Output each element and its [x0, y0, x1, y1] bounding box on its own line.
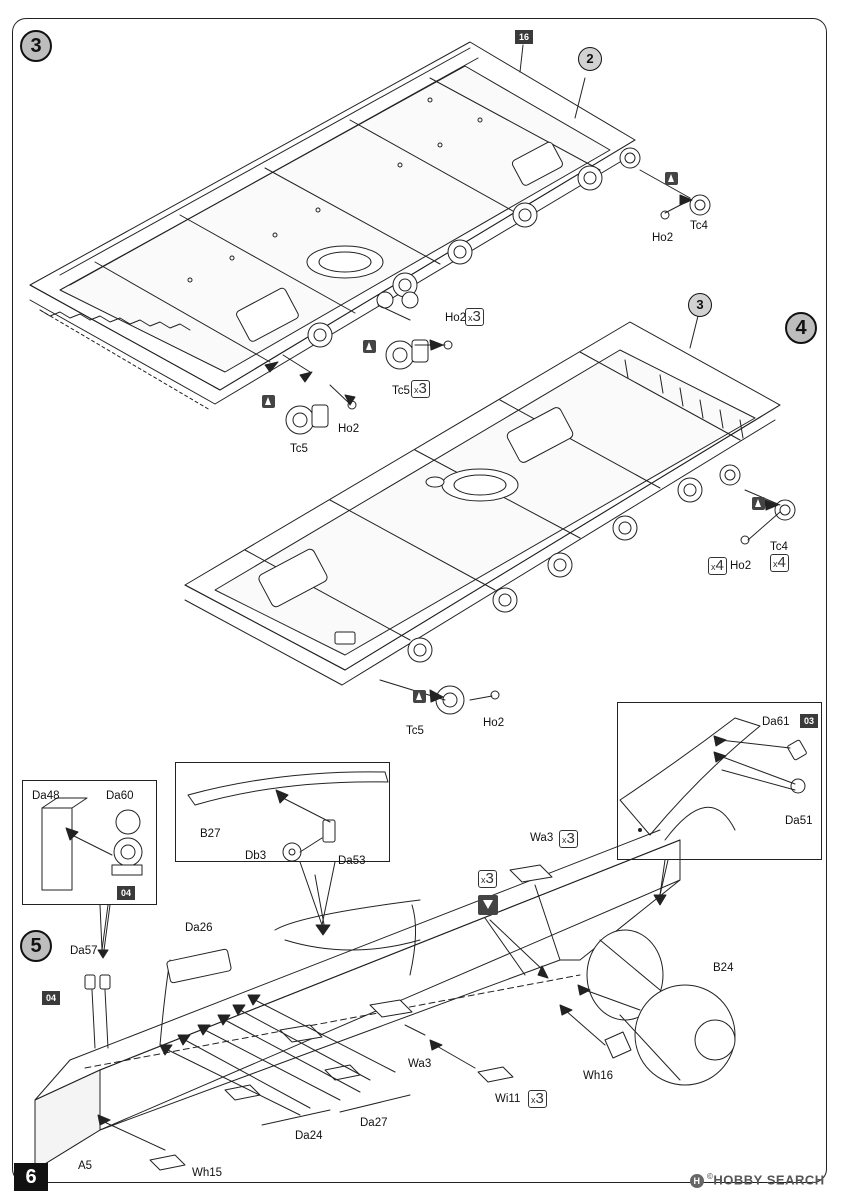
detail-da61-da51: [619, 717, 807, 841]
part-label-da26: Da26: [185, 922, 213, 934]
part-label-wh15: Wh15: [192, 1167, 223, 1179]
part-label-ho2: Ho2: [483, 717, 505, 729]
step-4-marker: 4: [785, 312, 817, 344]
part-label-da24: Da24: [295, 1130, 323, 1142]
glue-icon: [363, 340, 376, 353]
part-label-wa3: Wa3: [530, 832, 554, 844]
detail-b27-da53: [187, 771, 389, 862]
detail-box-b27-da53: [175, 762, 390, 862]
detail-box-da61-da51: [617, 702, 822, 860]
callout-da48: [99, 904, 103, 951]
step-3-marker: 3: [20, 30, 52, 62]
part-label-tc5: Tc5: [406, 725, 424, 737]
glue-icon: [413, 690, 426, 703]
part-label-ho2: Ho2: [445, 312, 467, 324]
page-frame: [12, 18, 827, 1183]
step4-chassis: [184, 307, 796, 715]
page-number: 6: [14, 1163, 48, 1191]
part-label-wh16: Wh16: [583, 1070, 614, 1082]
quantity-box: x3: [559, 830, 578, 848]
step-5-marker: 5: [20, 930, 52, 962]
paint-pot-icon: [478, 895, 498, 915]
quantity-box: x3: [478, 870, 497, 888]
part-label-da53: Da53: [338, 855, 366, 867]
part-label-da51: Da51: [785, 815, 813, 827]
step5-side-plate: [34, 829, 736, 1171]
part-label-da27: Da27: [360, 1117, 388, 1129]
paint-ref-04-b: 04: [42, 991, 60, 1005]
copyright-mark: ©: [707, 1172, 714, 1181]
quantity-box: x4: [770, 554, 789, 572]
part-label-ho2: Ho2: [730, 560, 752, 572]
paint-ref-03: 03: [800, 714, 818, 728]
part-label-tc4: Tc4: [770, 541, 788, 553]
part-label-b27: B27: [200, 828, 221, 840]
callout-b27: [321, 861, 336, 926]
part-label-da60: Da60: [106, 790, 134, 802]
watermark: H©HOBBY SEARCH: [690, 1172, 825, 1188]
part-label-wi11: Wi11: [495, 1093, 521, 1105]
detail-da48-da60: [41, 797, 143, 891]
ref-step-3: 3: [688, 293, 712, 317]
part-label-tc4: Tc4: [690, 220, 708, 232]
glue-icon: [262, 395, 275, 408]
paint-ref-04-a: 04: [117, 886, 135, 900]
part-label-da57: Da57: [70, 945, 98, 957]
part-label-tc5: Tc5: [392, 385, 410, 397]
part-label-ho2: Ho2: [338, 423, 360, 435]
ref-step-2: 2: [578, 47, 602, 71]
quantity-box: x3: [465, 308, 484, 326]
part-label-ho2: Ho2: [652, 232, 674, 244]
step3-chassis: [29, 41, 711, 435]
glue-icon: [665, 172, 678, 185]
part-label-b24: B24: [713, 962, 734, 974]
part-label-a5: A5: [78, 1160, 93, 1172]
hobbysearch-logo-icon: H: [690, 1173, 704, 1188]
part-label-db3: Db3: [245, 850, 267, 862]
ref-step-16: 16: [515, 30, 533, 44]
glue-icon: [752, 497, 765, 510]
quantity-box: x4: [708, 557, 727, 575]
quantity-box: x3: [411, 380, 430, 398]
watermark-text: HOBBY SEARCH: [713, 1172, 825, 1188]
part-label-wa3: Wa3: [408, 1058, 432, 1070]
quantity-box: x3: [528, 1090, 547, 1108]
detail-box-da48-da60: [22, 780, 157, 905]
part-label-tc5: Tc5: [290, 443, 308, 455]
part-label-da61: Da61: [762, 716, 790, 728]
callout-da61: [659, 859, 669, 896]
part-label-da48: Da48: [32, 790, 60, 802]
